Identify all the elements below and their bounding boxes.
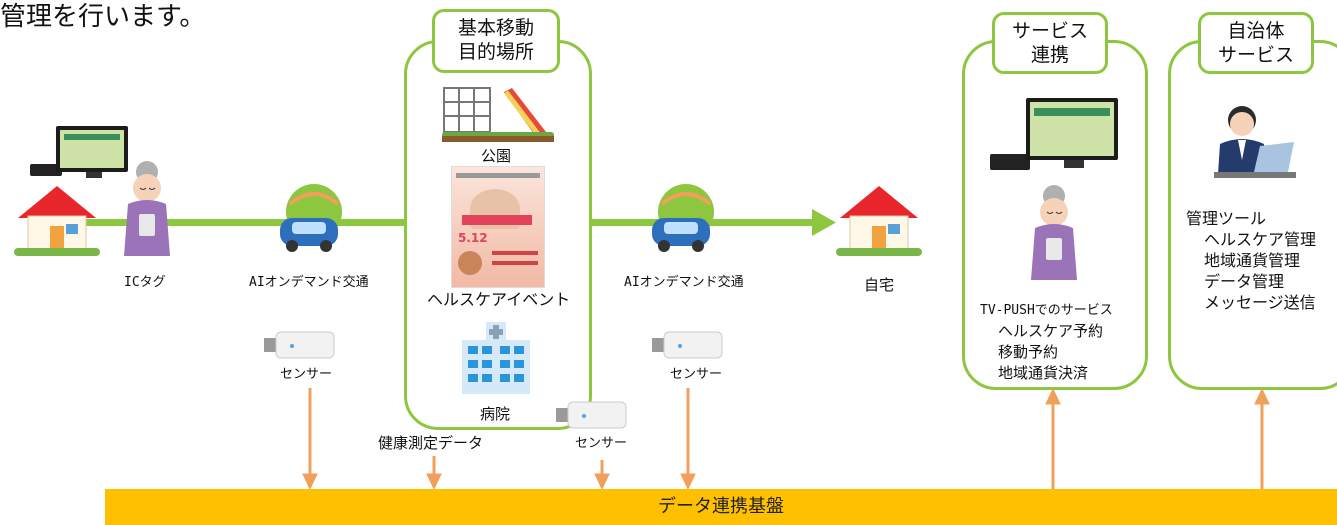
service-list-item: 地域通貨決済 [998,364,1089,382]
poster-date: 5.12 [458,231,488,245]
admin-list-item: ヘルスケア管理 [1204,230,1317,249]
hospital-icon [462,322,530,394]
service-title: サービス 連携 [992,12,1108,74]
sensor-icon [264,331,335,359]
sensor-icon [556,401,627,429]
health-data-label: 健康測定データ [378,434,484,452]
ai-car-icon [652,184,714,252]
ai-transport-right-label: AIオンデマンド交通 [624,275,744,290]
health-event-label: ヘルスケアイベント [427,290,571,309]
admin-list-item: データ管理 [1204,272,1285,291]
header-text: 管理を行います。 [0,2,206,32]
service-list: TV-PUSHでのサービス ヘルスケア予約 移動予約 地域通貨決済 [980,300,1113,384]
ai-transport-left-label: AIオンデマンド交通 [249,275,369,290]
ai-car-icon [280,184,342,252]
house-icon [14,186,100,256]
playground-icon [442,87,554,142]
park-label: 公園 [481,147,512,165]
sensor-icon [652,331,723,359]
municipal-title: 自治体 サービス [1198,12,1314,74]
data-platform-bar: データ連携基盤 [105,489,1337,525]
destinations-title: 基本移動 目的場所 [432,9,560,73]
admin-list-heading: 管理ツール [1186,209,1267,228]
sensor-left-label: センサー [280,367,333,382]
service-list-item: 移動予約 [998,343,1059,361]
health-event-poster: 5.12 [451,166,545,288]
home-label: 自宅 [864,276,895,294]
hospital-label: 病院 [480,405,511,423]
ic-tag-label: ICタグ [124,275,166,290]
elderly-woman-icon [1031,185,1077,280]
tv-icon [30,126,128,178]
admin-list-item: 地域通貨管理 [1204,251,1301,270]
staff-at-laptop-icon [1214,106,1296,178]
sensor-center-label: センサー [575,436,628,451]
elderly-woman-icon [124,161,170,256]
service-list-item: ヘルスケア予約 [998,322,1104,340]
admin-list-item: メッセージ送信 [1204,293,1316,312]
tv-icon [990,98,1118,170]
admin-list: 管理ツール ヘルスケア管理 地域通貨管理 データ管理 メッセージ送信 [1186,208,1316,313]
sensor-right-label: センサー [670,367,723,382]
house-icon [836,186,922,256]
service-list-heading: TV-PUSHでのサービス [980,303,1113,318]
